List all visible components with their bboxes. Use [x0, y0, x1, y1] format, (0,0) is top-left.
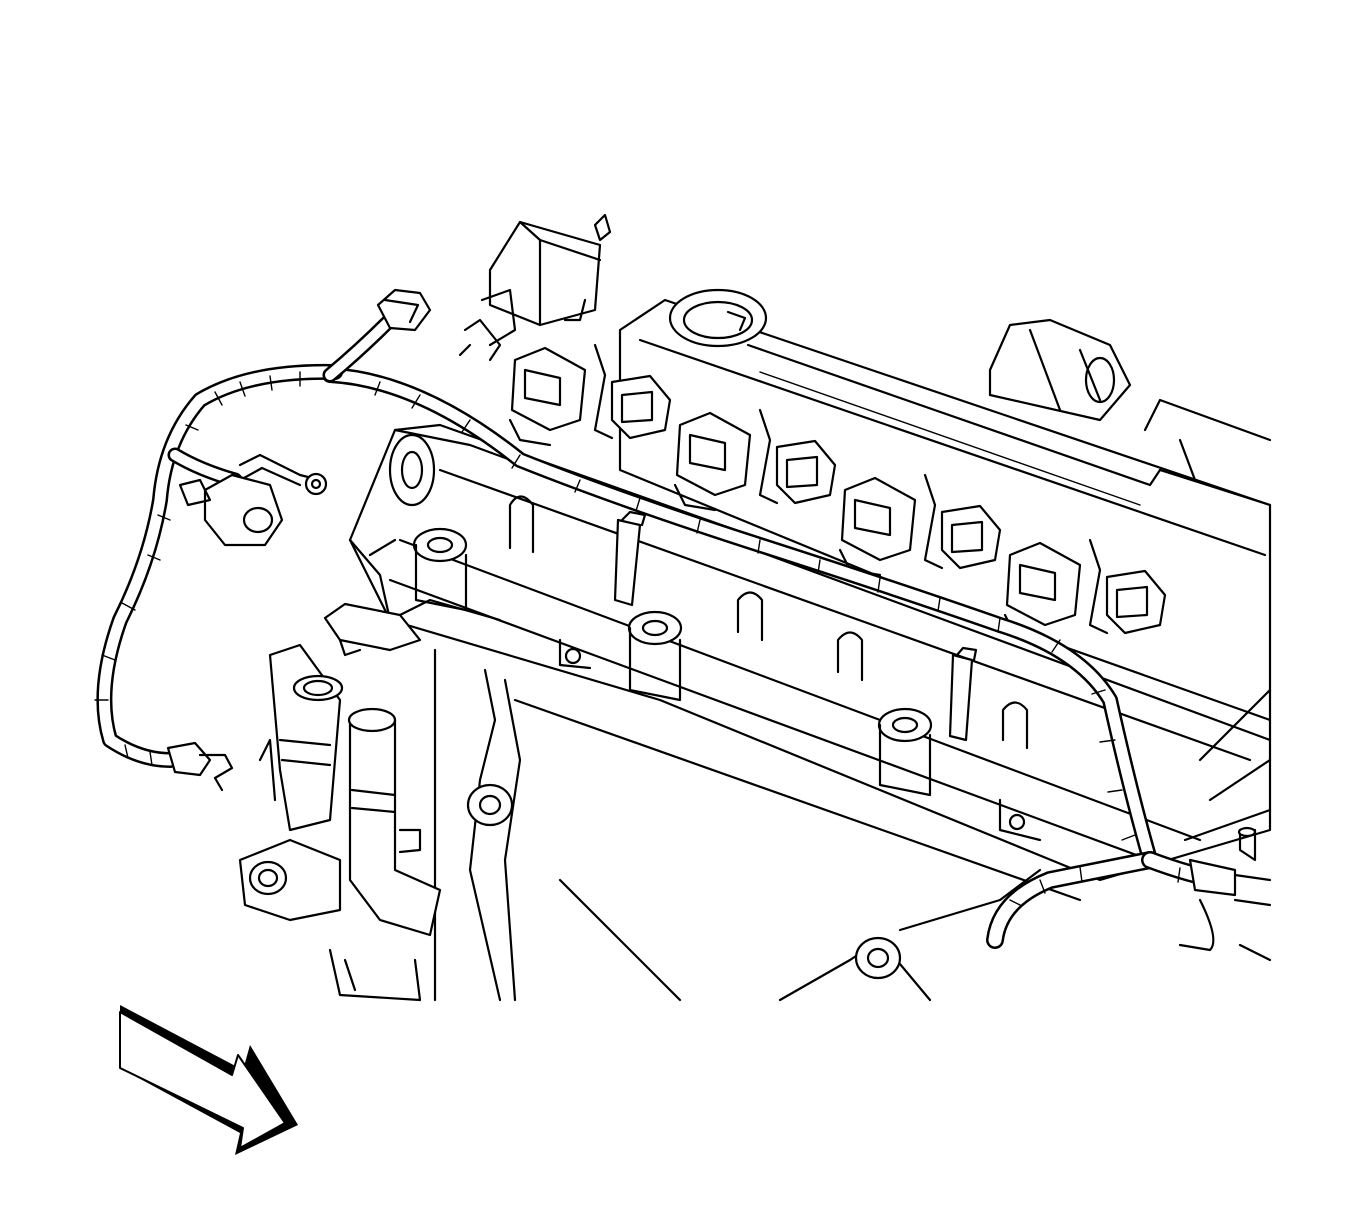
lower-harness-connector	[166, 741, 234, 792]
ignition-coil-3	[838, 473, 1002, 577]
harness-clamp	[1178, 858, 1272, 962]
sensor-bracket	[323, 598, 502, 657]
front-view-arrow	[119, 1005, 298, 1155]
top-harness-connector	[376, 288, 432, 332]
ground-terminal	[238, 453, 328, 496]
ignition-coil-4	[1003, 538, 1167, 642]
intake-manifold	[348, 423, 1272, 882]
mid-harness-connector	[178, 473, 284, 547]
coolant-hoses	[238, 643, 442, 1002]
ignition-coil-1	[508, 343, 672, 447]
vacuum-solenoid	[458, 213, 612, 362]
ignition-coil-2	[673, 408, 837, 512]
engine-block	[433, 648, 1272, 1002]
